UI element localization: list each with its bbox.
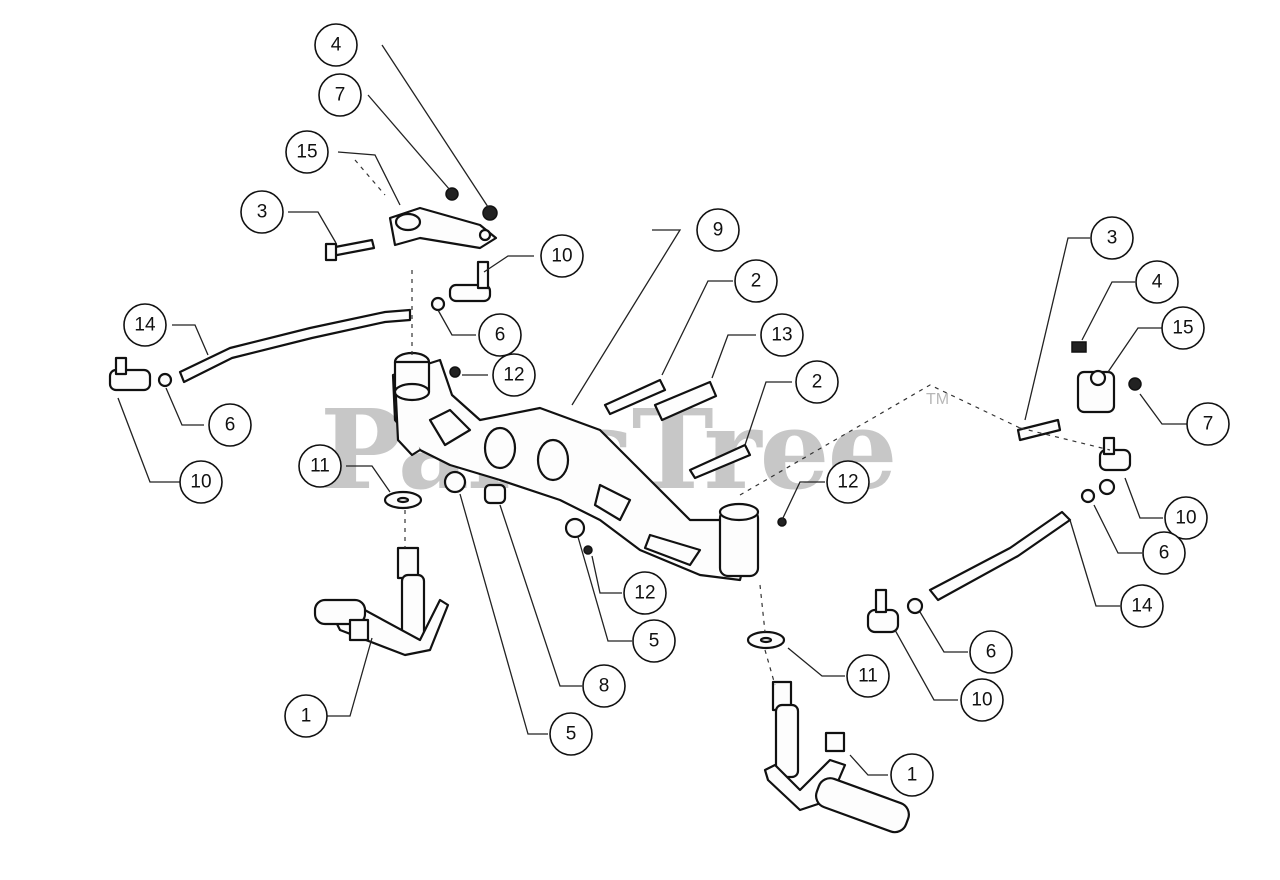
callout-15-right[interactable]: 15 — [1161, 306, 1205, 350]
bolt-right[interactable] — [1016, 418, 1062, 442]
steering-arm-left[interactable] — [388, 206, 498, 250]
svg-text:9: 9 — [713, 220, 724, 241]
svg-text:14: 14 — [134, 315, 156, 336]
watermark-trademark: TM — [926, 391, 949, 408]
tie-rod-end-upper[interactable] — [430, 260, 492, 312]
callout-12-upper[interactable]: 12 — [492, 353, 536, 397]
callout-1-left[interactable]: 1 — [284, 694, 328, 738]
nut-7-top[interactable] — [445, 187, 459, 201]
callout-6-lower[interactable]: 6 — [969, 630, 1013, 674]
svg-text:13: 13 — [771, 325, 792, 346]
callout-7-right[interactable]: 7 — [1186, 402, 1230, 446]
svg-text:1: 1 — [301, 706, 312, 727]
svg-text:3: 3 — [257, 202, 268, 223]
callout-5-lower[interactable]: 5 — [549, 712, 593, 756]
pin-2-lower[interactable] — [688, 443, 752, 480]
svg-text:10: 10 — [551, 246, 572, 267]
svg-text:12: 12 — [837, 472, 858, 493]
svg-text:6: 6 — [495, 325, 506, 346]
bolt-left[interactable] — [324, 238, 376, 262]
callout-14-right[interactable]: 14 — [1120, 584, 1164, 628]
callout-5-center[interactable]: 5 — [632, 619, 676, 663]
svg-text:3: 3 — [1107, 228, 1118, 249]
front-axle-part[interactable] — [391, 351, 760, 582]
svg-text:7: 7 — [1203, 414, 1214, 435]
callout-2-lower[interactable]: 2 — [795, 360, 839, 404]
callout-2-upper[interactable]: 2 — [734, 259, 778, 303]
grease-fitting-center[interactable] — [583, 545, 593, 555]
callout-3-left[interactable]: 3 — [240, 190, 284, 234]
callout-15-top[interactable]: 15 — [285, 130, 329, 174]
svg-text:1: 1 — [907, 765, 918, 786]
callout-11-right[interactable]: 11 — [846, 654, 890, 698]
spindle-right[interactable] — [763, 680, 912, 836]
spindle-left[interactable] — [313, 546, 450, 657]
grease-fitting-right[interactable] — [777, 517, 787, 527]
callout-12-right[interactable]: 12 — [826, 460, 870, 504]
svg-text:10: 10 — [1175, 508, 1196, 529]
grease-fitting-upper[interactable] — [449, 366, 461, 378]
bushing-8[interactable] — [483, 483, 507, 505]
tie-rod-left[interactable] — [108, 308, 412, 392]
callout-4-right[interactable]: 4 — [1135, 260, 1179, 304]
svg-text:11: 11 — [310, 456, 330, 477]
svg-text:12: 12 — [503, 365, 524, 386]
tie-rod-right[interactable] — [866, 510, 1072, 634]
callout-7-top[interactable]: 7 — [318, 73, 362, 117]
svg-text:12: 12 — [634, 583, 655, 604]
svg-text:7: 7 — [335, 85, 346, 106]
callout-10-lower[interactable]: 10 — [960, 678, 1004, 722]
callout-10-upper[interactable]: 10 — [540, 234, 584, 278]
svg-text:6: 6 — [225, 415, 236, 436]
callout-4-top[interactable]: 4 — [314, 23, 358, 67]
callout-12-center[interactable]: 12 — [623, 571, 667, 615]
callout-10-left[interactable]: 10 — [179, 460, 223, 504]
svg-text:14: 14 — [1131, 596, 1153, 617]
washer-left[interactable] — [383, 490, 423, 510]
svg-text:10: 10 — [190, 472, 211, 493]
callout-13[interactable]: 13 — [760, 313, 804, 357]
pin-13[interactable] — [653, 380, 718, 422]
callout-1-right[interactable]: 1 — [890, 753, 934, 797]
bushing-5-left[interactable] — [443, 470, 467, 494]
pin-2-upper[interactable] — [603, 378, 667, 416]
bushing-5-center[interactable] — [564, 517, 586, 539]
nut-4-top[interactable] — [482, 205, 498, 221]
svg-text:2: 2 — [812, 372, 823, 393]
tie-rod-end-right-upper[interactable] — [1080, 436, 1132, 504]
svg-text:15: 15 — [1172, 318, 1193, 339]
callout-6-right[interactable]: 6 — [1142, 531, 1186, 575]
svg-text:6: 6 — [986, 642, 997, 663]
callout-3-right[interactable]: 3 — [1090, 216, 1134, 260]
svg-text:10: 10 — [971, 690, 992, 711]
svg-text:4: 4 — [1152, 272, 1163, 293]
svg-text:5: 5 — [566, 724, 577, 745]
svg-text:15: 15 — [296, 142, 317, 163]
nut-4-right[interactable] — [1071, 341, 1087, 353]
svg-text:11: 11 — [858, 666, 878, 687]
svg-text:2: 2 — [751, 271, 762, 292]
callout-6-upper[interactable]: 6 — [478, 313, 522, 357]
callout-8[interactable]: 8 — [582, 664, 626, 708]
nut-7-right[interactable] — [1128, 377, 1142, 391]
svg-text:6: 6 — [1159, 543, 1170, 564]
svg-text:4: 4 — [331, 35, 342, 56]
svg-text:8: 8 — [599, 676, 610, 697]
callout-9[interactable]: 9 — [696, 208, 740, 252]
svg-text:5: 5 — [649, 631, 660, 652]
callout-10-right[interactable]: 10 — [1164, 496, 1208, 540]
washer-right[interactable] — [746, 630, 786, 650]
callout-14-left[interactable]: 14 — [123, 303, 167, 347]
callout-6-left[interactable]: 6 — [208, 403, 252, 447]
callout-11-left[interactable]: 11 — [298, 444, 342, 488]
steering-arm-right[interactable] — [1076, 369, 1116, 414]
